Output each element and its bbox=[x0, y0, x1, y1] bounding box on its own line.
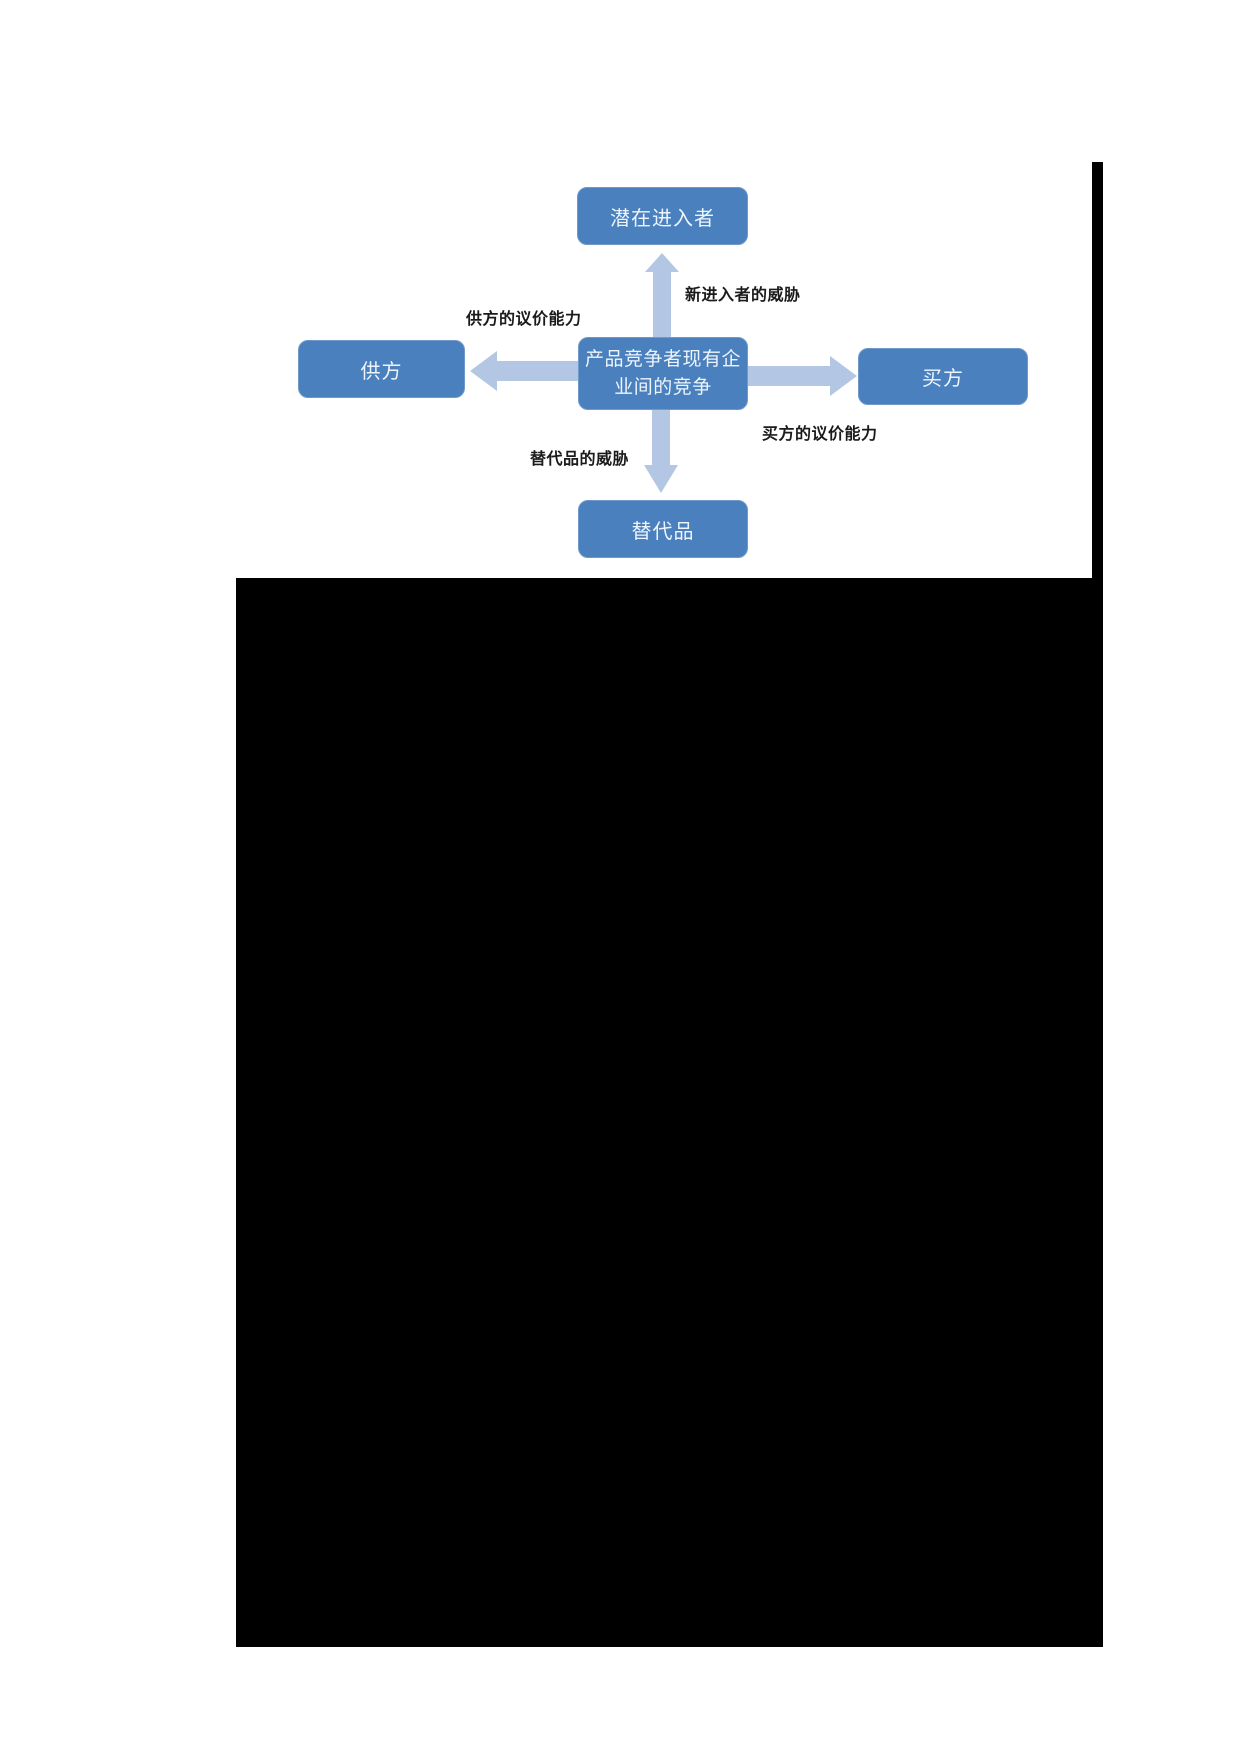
suppliers-box: 供方 bbox=[298, 340, 465, 398]
redacted-region bbox=[236, 578, 1103, 1647]
potential-entrants-box: 潜在进入者 bbox=[577, 187, 748, 245]
substitutes-threat-label: 替代品的威胁 bbox=[530, 451, 630, 468]
buyers-box: 买方 bbox=[858, 348, 1028, 405]
industry-rivalry-box: 产品竞争者现有企 业间的竞争 bbox=[578, 337, 748, 410]
redacted-vertical-bar bbox=[1092, 162, 1103, 579]
arrow-down-shaft bbox=[652, 410, 670, 466]
arrow-up-shaft bbox=[653, 271, 671, 338]
arrow-right-shaft bbox=[748, 366, 830, 386]
arrow-right-icon bbox=[830, 356, 857, 396]
arrow-down-icon bbox=[644, 465, 678, 493]
substitutes-box: 替代品 bbox=[578, 500, 748, 558]
arrow-left-shaft bbox=[497, 361, 578, 381]
arrow-up-icon bbox=[645, 253, 679, 272]
buyer-bargaining-power-label: 买方的议价能力 bbox=[762, 426, 878, 443]
new-entrants-threat-label: 新进入者的威胁 bbox=[685, 287, 801, 304]
supplier-bargaining-power-label: 供方的议价能力 bbox=[466, 311, 582, 328]
arrow-left-icon bbox=[470, 351, 497, 391]
